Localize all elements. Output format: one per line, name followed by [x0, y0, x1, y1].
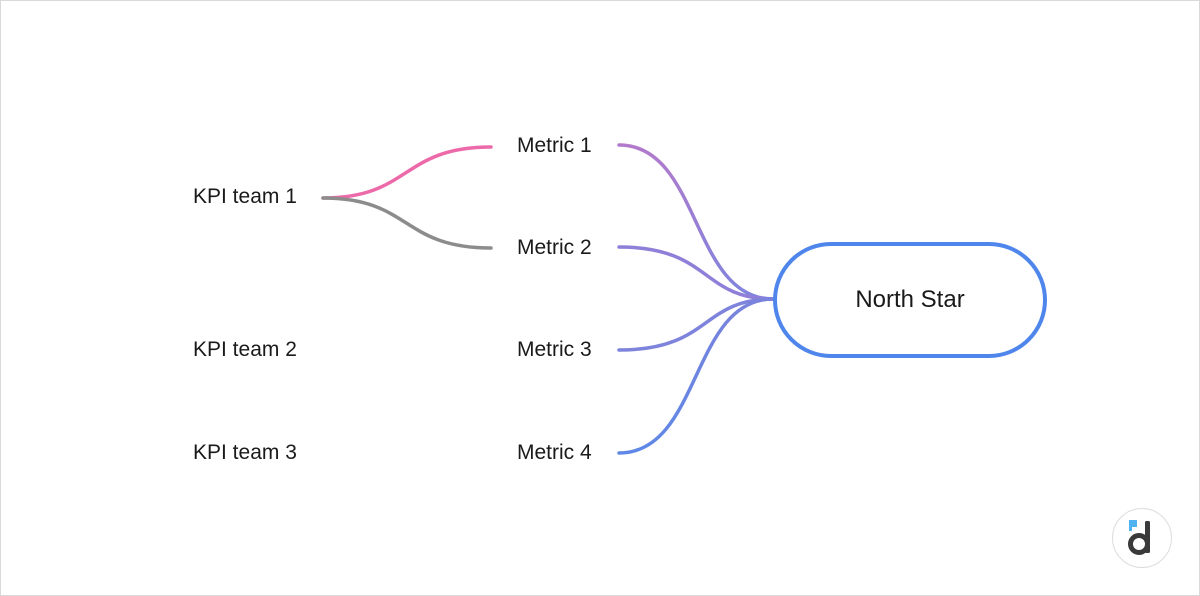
metric-3-label: Metric 3 — [517, 338, 592, 361]
north-star-label: North Star — [855, 286, 965, 313]
metric-1-label: Metric 1 — [517, 134, 592, 157]
edge-kpi1-metric2 — [321, 196, 493, 250]
edge-metric1-northstar — [617, 143, 775, 301]
metric-2-label: Metric 2 — [517, 236, 592, 259]
kpi-team-2-label: KPI team 2 — [193, 338, 297, 361]
edge-metric4-northstar — [617, 297, 775, 455]
edge-metric3-northstar — [617, 297, 775, 352]
devtodev-logo-icon — [1112, 508, 1172, 568]
edge-kpi1-metric1 — [321, 145, 493, 200]
logo-glyph — [1128, 520, 1150, 555]
north-star-node: North Star — [773, 242, 1047, 358]
edge-metric2-northstar — [617, 245, 775, 301]
metric-4-label: Metric 4 — [517, 441, 592, 464]
kpi-team-3-label: KPI team 3 — [193, 441, 297, 464]
kpi-team-1-label: KPI team 1 — [193, 185, 297, 208]
